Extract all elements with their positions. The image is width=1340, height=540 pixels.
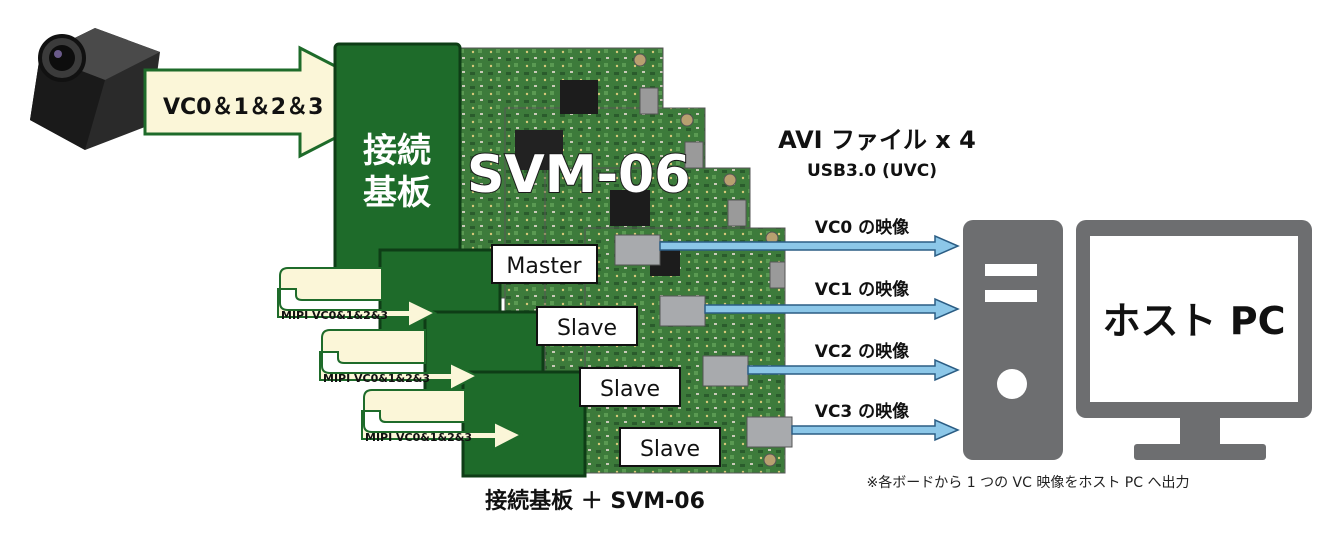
stream-label: VC0 の映像 [815, 217, 910, 238]
output-title: AVI ファイル x 4 [778, 126, 976, 154]
board-role-slave: Slave [557, 316, 617, 341]
stream-arrow: VC2 の映像 [747, 341, 960, 382]
stream-label: VC2 の映像 [815, 341, 910, 362]
mipi-arrows: MIPI VC0&1&2&3 MIPI VC0&1&2&3 MIPI VC0&1… [277, 267, 524, 451]
output-subtitle: USB3.0 (UVC) [807, 161, 937, 181]
mipi-label: MIPI VC0&1&2&3 [365, 431, 472, 444]
footer-caption: 接続基板 ＋ SVM-06 [485, 488, 705, 514]
host-pc-label: ホスト PC [1103, 299, 1286, 343]
stream-label: VC3 の映像 [815, 401, 910, 422]
stream-arrows: VC0 の映像 VC1 の映像 VC2 の映像 VC3 の映像 [659, 217, 960, 442]
mipi-label: MIPI VC0&1&2&3 [281, 309, 388, 322]
product-name: SVM-06 [467, 145, 690, 205]
board-role-labels: Master Slave Slave Slave [491, 244, 721, 467]
mipi-arrow: MIPI VC0&1&2&3 [361, 389, 524, 451]
stream-label: VC1 の映像 [815, 279, 910, 300]
stream-arrow: VC0 の映像 [659, 217, 960, 258]
board-role-slave: Slave [640, 437, 700, 462]
adapter-board-label-line1: 接続 [363, 131, 431, 171]
board-role-slave: Slave [600, 377, 660, 402]
output-note: ※各ボードから 1 つの VC 映像をホスト PC へ出力 [867, 475, 1190, 491]
input-arrow-label: VC0＆1＆2＆3 [163, 95, 323, 120]
mipi-arrow: MIPI VC0&1&2&3 [319, 329, 480, 392]
board-role-master: Master [506, 254, 582, 279]
monitor-icon: ホスト PC [1076, 220, 1312, 460]
adapter-board-label-line2: 基板 [363, 173, 431, 213]
adapter-board-stack: 接続 基板 [333, 42, 587, 478]
pc-tower-icon [963, 220, 1063, 460]
mipi-arrow: MIPI VC0&1&2&3 [277, 267, 438, 329]
stream-arrow: VC1 の映像 [704, 279, 960, 321]
stream-arrow: VC3 の映像 [791, 401, 960, 442]
mipi-label: MIPI VC0&1&2&3 [323, 372, 430, 385]
camera-icon [30, 28, 160, 150]
